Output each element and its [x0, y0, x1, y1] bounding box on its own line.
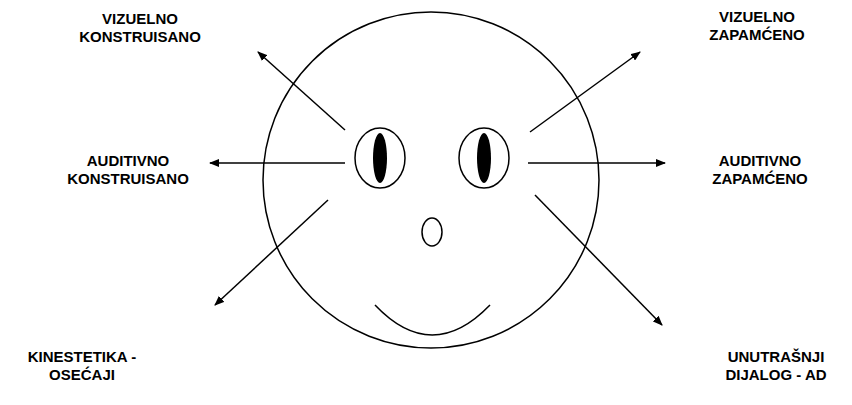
- cue-label: KINESTETIKA - OSEĆAJI: [12, 348, 152, 384]
- gaze-arrow: [258, 52, 345, 130]
- cue-label: VIZUELNO ZAPAMĆENO: [697, 8, 817, 44]
- nose: [422, 218, 442, 246]
- gaze-arrow: [535, 195, 662, 325]
- gaze-arrow: [528, 162, 665, 164]
- cue-label: AUDITIVNO ZAPAMĆENO: [695, 152, 825, 188]
- eye: [355, 128, 405, 188]
- gaze-arrow: [530, 52, 640, 132]
- cue-label: UNUTRAŠNJI DIJALOG - AD: [709, 348, 844, 384]
- gaze-arrow: [210, 162, 345, 164]
- cue-label: AUDITIVNO KONSTRUISANO: [58, 152, 198, 188]
- cue-label: VIZUELNO KONSTRUISANO: [70, 10, 210, 46]
- gaze-arrow: [215, 200, 328, 305]
- mouth: [375, 305, 490, 335]
- face-outline: [263, 12, 599, 348]
- pupil: [477, 133, 491, 183]
- pupil: [373, 133, 387, 183]
- eye: [459, 128, 509, 188]
